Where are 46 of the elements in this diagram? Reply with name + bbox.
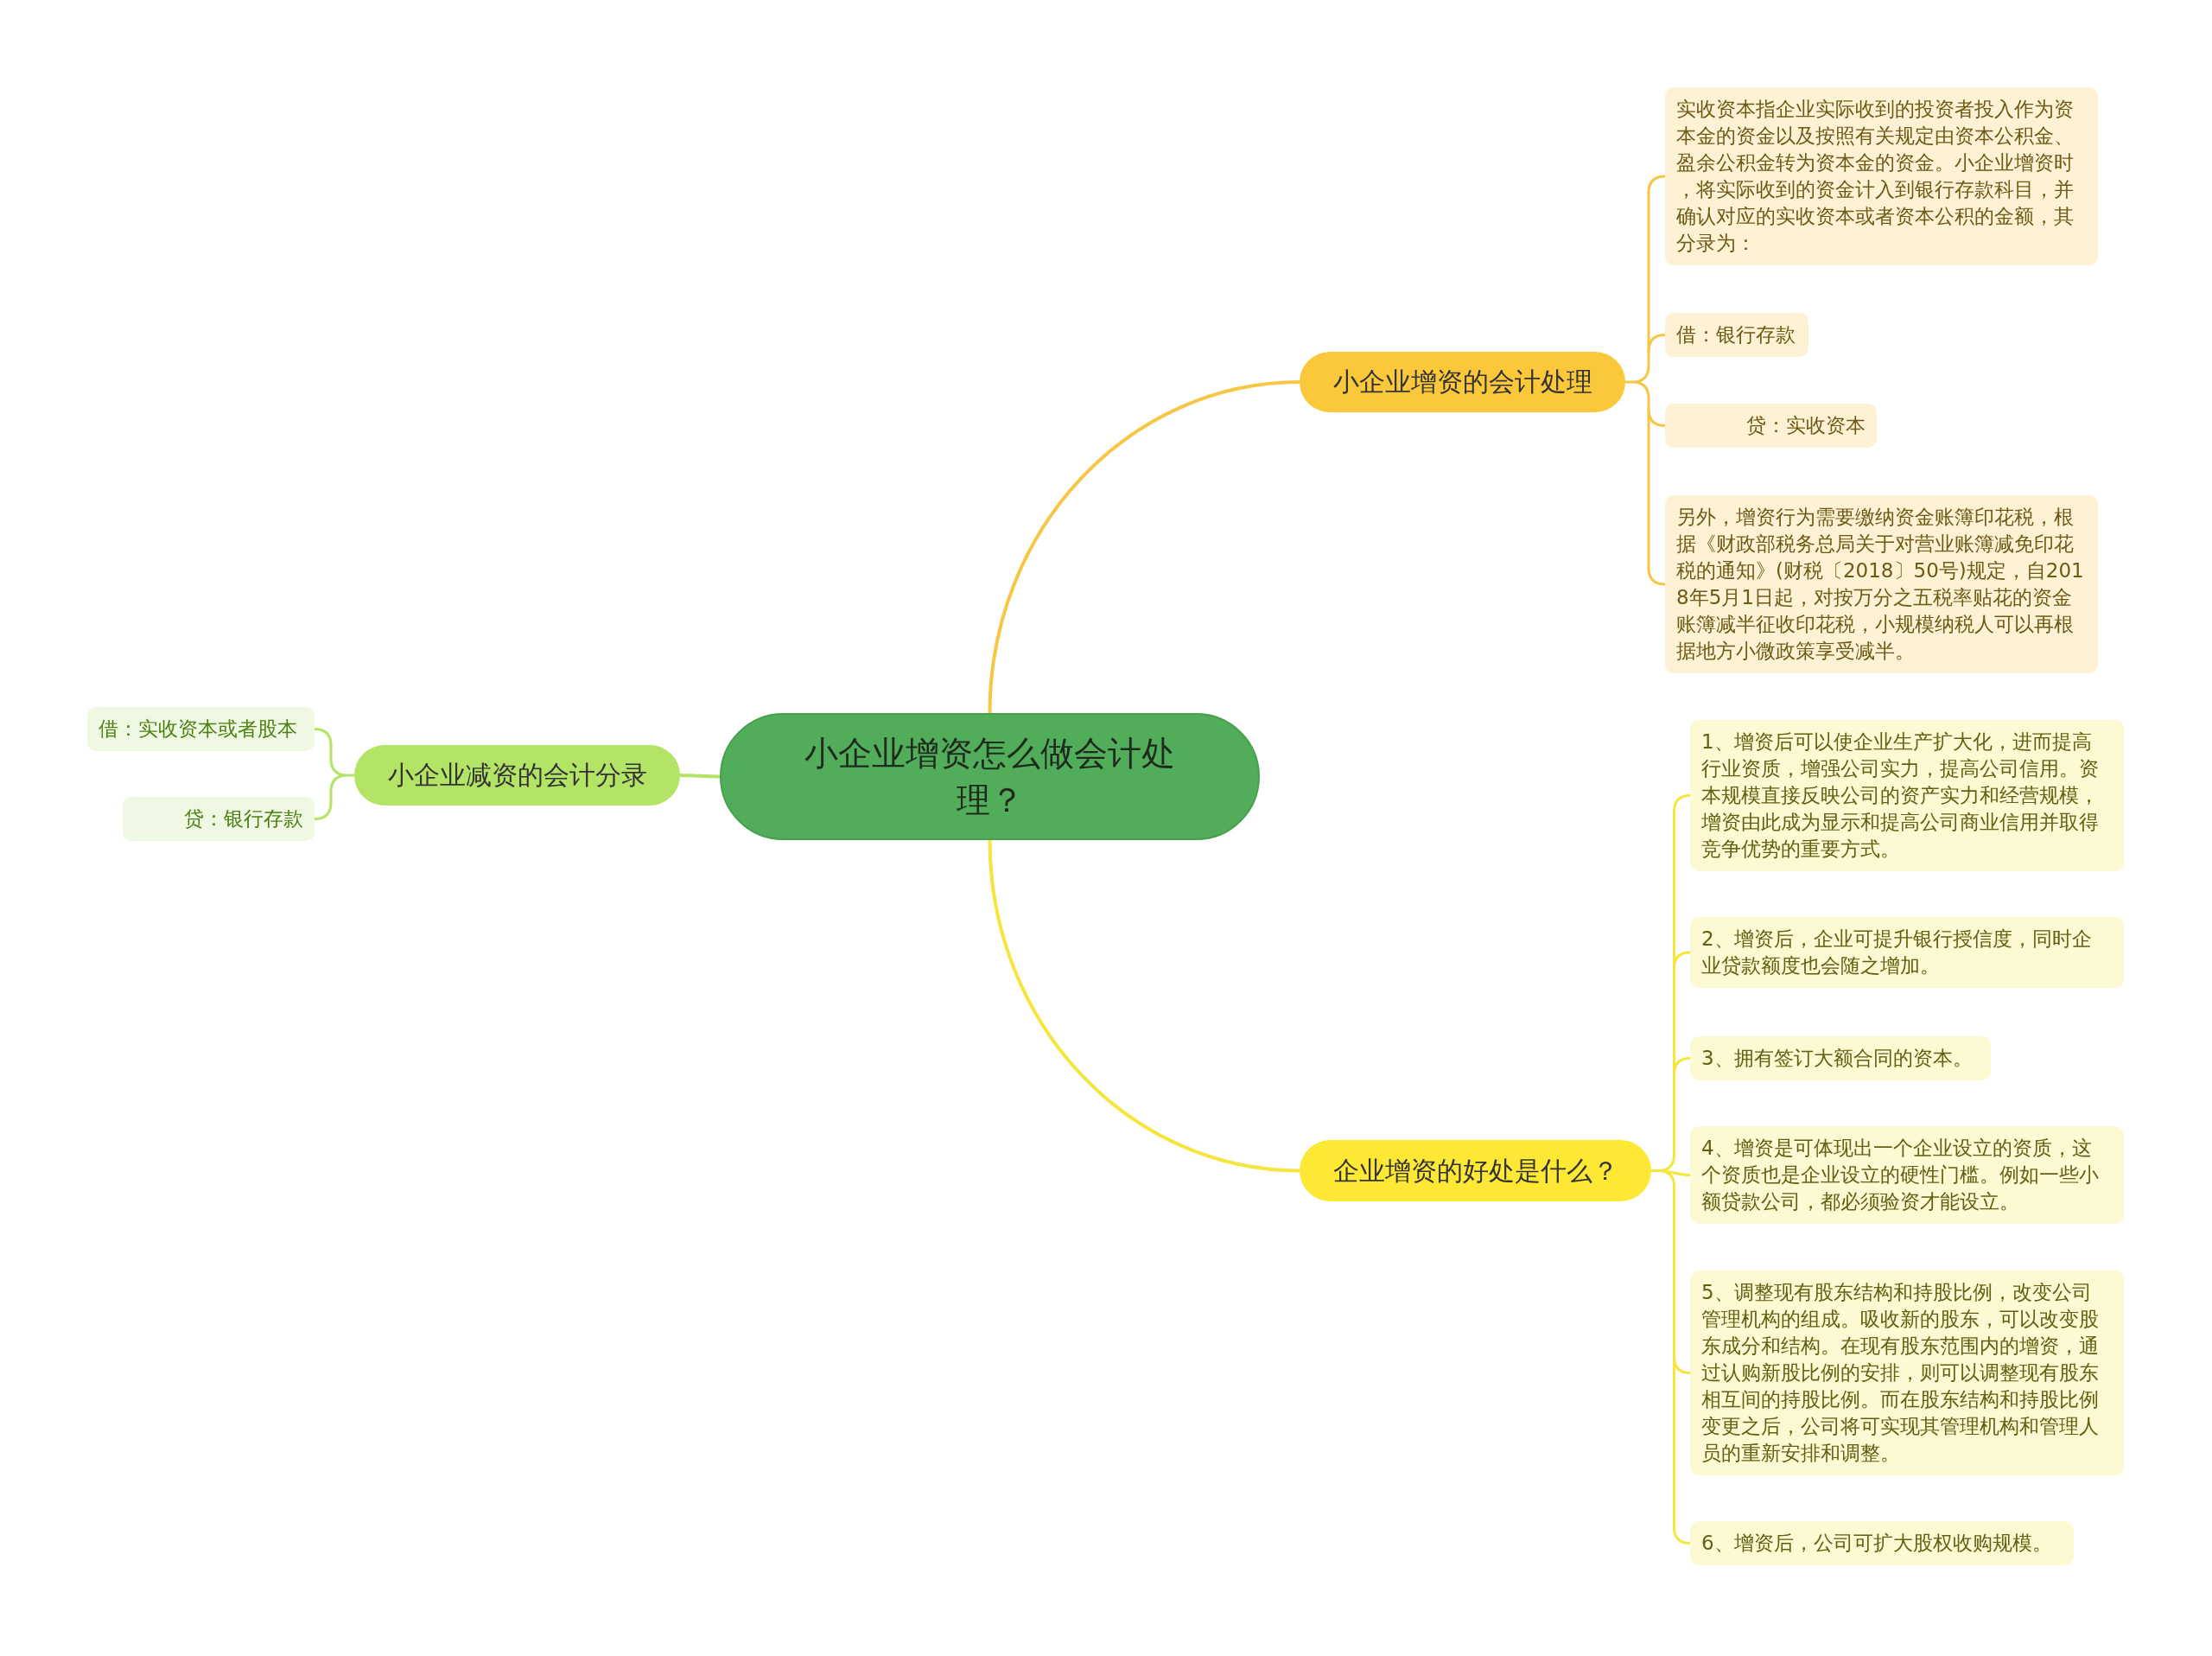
note-card <box>1665 404 1877 448</box>
branch-line <box>1649 810 1675 1529</box>
note-text: 贷：实收资本 <box>1746 413 1866 438</box>
subtopic-label: 小企业减资的会计分录 <box>387 759 647 792</box>
note-card <box>1690 720 2124 871</box>
note-card <box>123 797 315 841</box>
note-text: 借：银行存款 <box>1676 322 1796 347</box>
note-text: 借：实收资本或者股本 <box>99 717 297 742</box>
branch-line <box>313 728 333 747</box>
note-card <box>1665 495 2098 673</box>
branch-line <box>1647 566 1667 586</box>
note-text: 实收资本指企业实际收到的投资者投入作为资本金的资金以及按照有关规定由资本公积金、盈余公积金转为资本金的资金。小企业增资时，将实际收到的资金计入到银行存款科目，并确认对应的实收资本或者资本公积的金额，其分录为： <box>1676 97 2075 256</box>
note-text: 5、调整现有股东结构和持股比例，改变公司管理机构的组成。吸收新的股东，可以改变股东成分和结构。在现有股东范围内的增资，通过认购新股比例的安排，则可以调整现有股东相互间的持股比例。而在股东结构和持股比例变更之后，公司将可实现其管理机构和管理人员的重新安排和调整。 <box>1701 1280 2100 1466</box>
note-text: 贷：银行存款 <box>184 806 303 831</box>
topic-title: 小企业增资怎么做会计处理？ <box>804 732 1176 821</box>
note-text: 另外，增资行为需要缴纳资金账簿印花税，根据《财政部税务总局关于对营业账簿减免印花税的通知》(财税〔2018〕50号)规定，自2018年5月1日起，对按万分之五税率贴花的资金账簿减半征收印花税，小规模纳税人可以再根据地方小微政策享受减半。 <box>1676 505 2085 664</box>
branch-line <box>680 774 720 779</box>
note-card <box>1690 917 2124 988</box>
branch-line <box>1624 191 1650 570</box>
branch-line <box>1647 408 1667 427</box>
branch-line <box>329 744 356 804</box>
branch-line <box>1647 175 1667 194</box>
note-text: 3、拥有签订大额合同的资本。 <box>1701 1046 1973 1071</box>
note-text: 2、增资后，企业可提升银行授信度，同时企业贷款额度也会随之增加。 <box>1701 927 2093 978</box>
note-card <box>1665 87 2098 265</box>
note-text: 6、增资后，公司可扩大股权收购规模。 <box>1701 1531 2052 1556</box>
note-card <box>87 707 315 751</box>
subtopic-label: 小企业增资的会计处理 <box>1332 366 1592 398</box>
branch-line <box>1673 1057 1692 1076</box>
branch-line <box>1673 794 1692 813</box>
note-text: 1、增资后可以使企业生产扩大化，进而提高行业资质，增强公司实力，提高公司信用。资本规模直接反映公司的资产实力和经营规模，增资由此成为显示和提高公司商业信用并取得竞争优势的重要方式。 <box>1701 729 2100 862</box>
branch-line <box>1673 951 1692 970</box>
branch-line <box>1673 1525 1692 1545</box>
branch-line <box>1647 334 1667 353</box>
branch-line <box>988 839 1300 1173</box>
branch-line <box>313 801 333 820</box>
note-card <box>1690 1126 2124 1224</box>
branch-line <box>988 380 1300 714</box>
note-card <box>1690 1036 1991 1080</box>
note-text: 4、增资是可体现出一个企业设立的资质，这个资质也是企业设立的硬性门槛。例如一些小额贷款公司，都必须验资才能设立。 <box>1701 1136 2100 1214</box>
branch-line <box>1656 1169 1692 1176</box>
branch-line <box>1673 1355 1692 1374</box>
subtopic-label: 企业增资的好处是什么？ <box>1332 1154 1618 1188</box>
note-card <box>1690 1271 2124 1475</box>
note-card <box>1690 1521 2074 1565</box>
note-card <box>1665 313 1808 357</box>
